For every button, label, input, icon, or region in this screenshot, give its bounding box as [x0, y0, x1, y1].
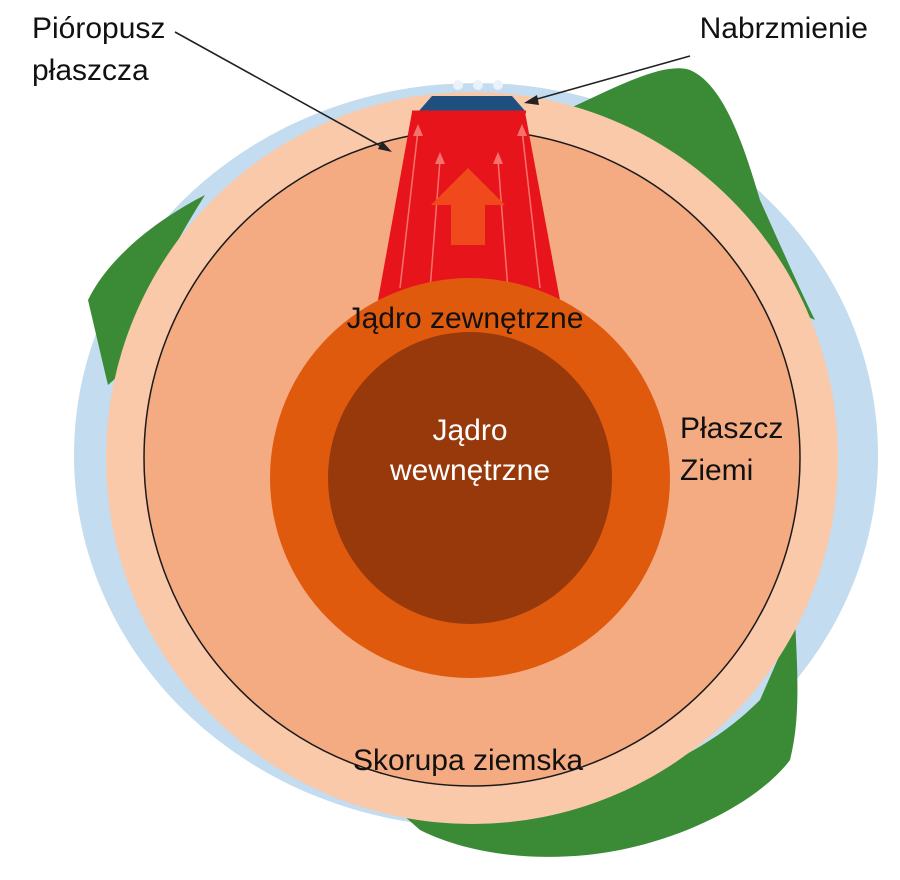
plume-up-arrow [431, 168, 505, 245]
plume-flow-arrowheads [413, 124, 527, 164]
inner-core-label-line2: wewnętrzne [389, 454, 550, 487]
mantle-plume-label-line1: Pióropusz [32, 12, 165, 45]
swell-leader-line [529, 55, 691, 102]
mantle-label-line2: Ziemi [680, 454, 753, 487]
leader-lines [174, 31, 691, 151]
mantle-plume-label-line2: płaszcza [32, 54, 149, 87]
swell-label: Nabrzmienie [700, 12, 868, 45]
plume-leader-arrowhead [378, 141, 392, 152]
outer-core-label: Jądro zewnętrzne [347, 302, 584, 335]
mantle-label-line1: Płaszcz [680, 412, 783, 445]
inner-core-label-line1: Jądro [432, 414, 507, 447]
plume-flow-lines [399, 129, 541, 291]
swell-leader-arrowhead [524, 95, 539, 105]
crust-label: Skorupa ziemska [353, 744, 583, 777]
land-mass-left [88, 195, 205, 385]
inner-core-layer [328, 332, 612, 624]
plume-leader-line [174, 31, 389, 151]
volcanic-clouds [453, 80, 503, 90]
swell-dome [418, 96, 526, 112]
